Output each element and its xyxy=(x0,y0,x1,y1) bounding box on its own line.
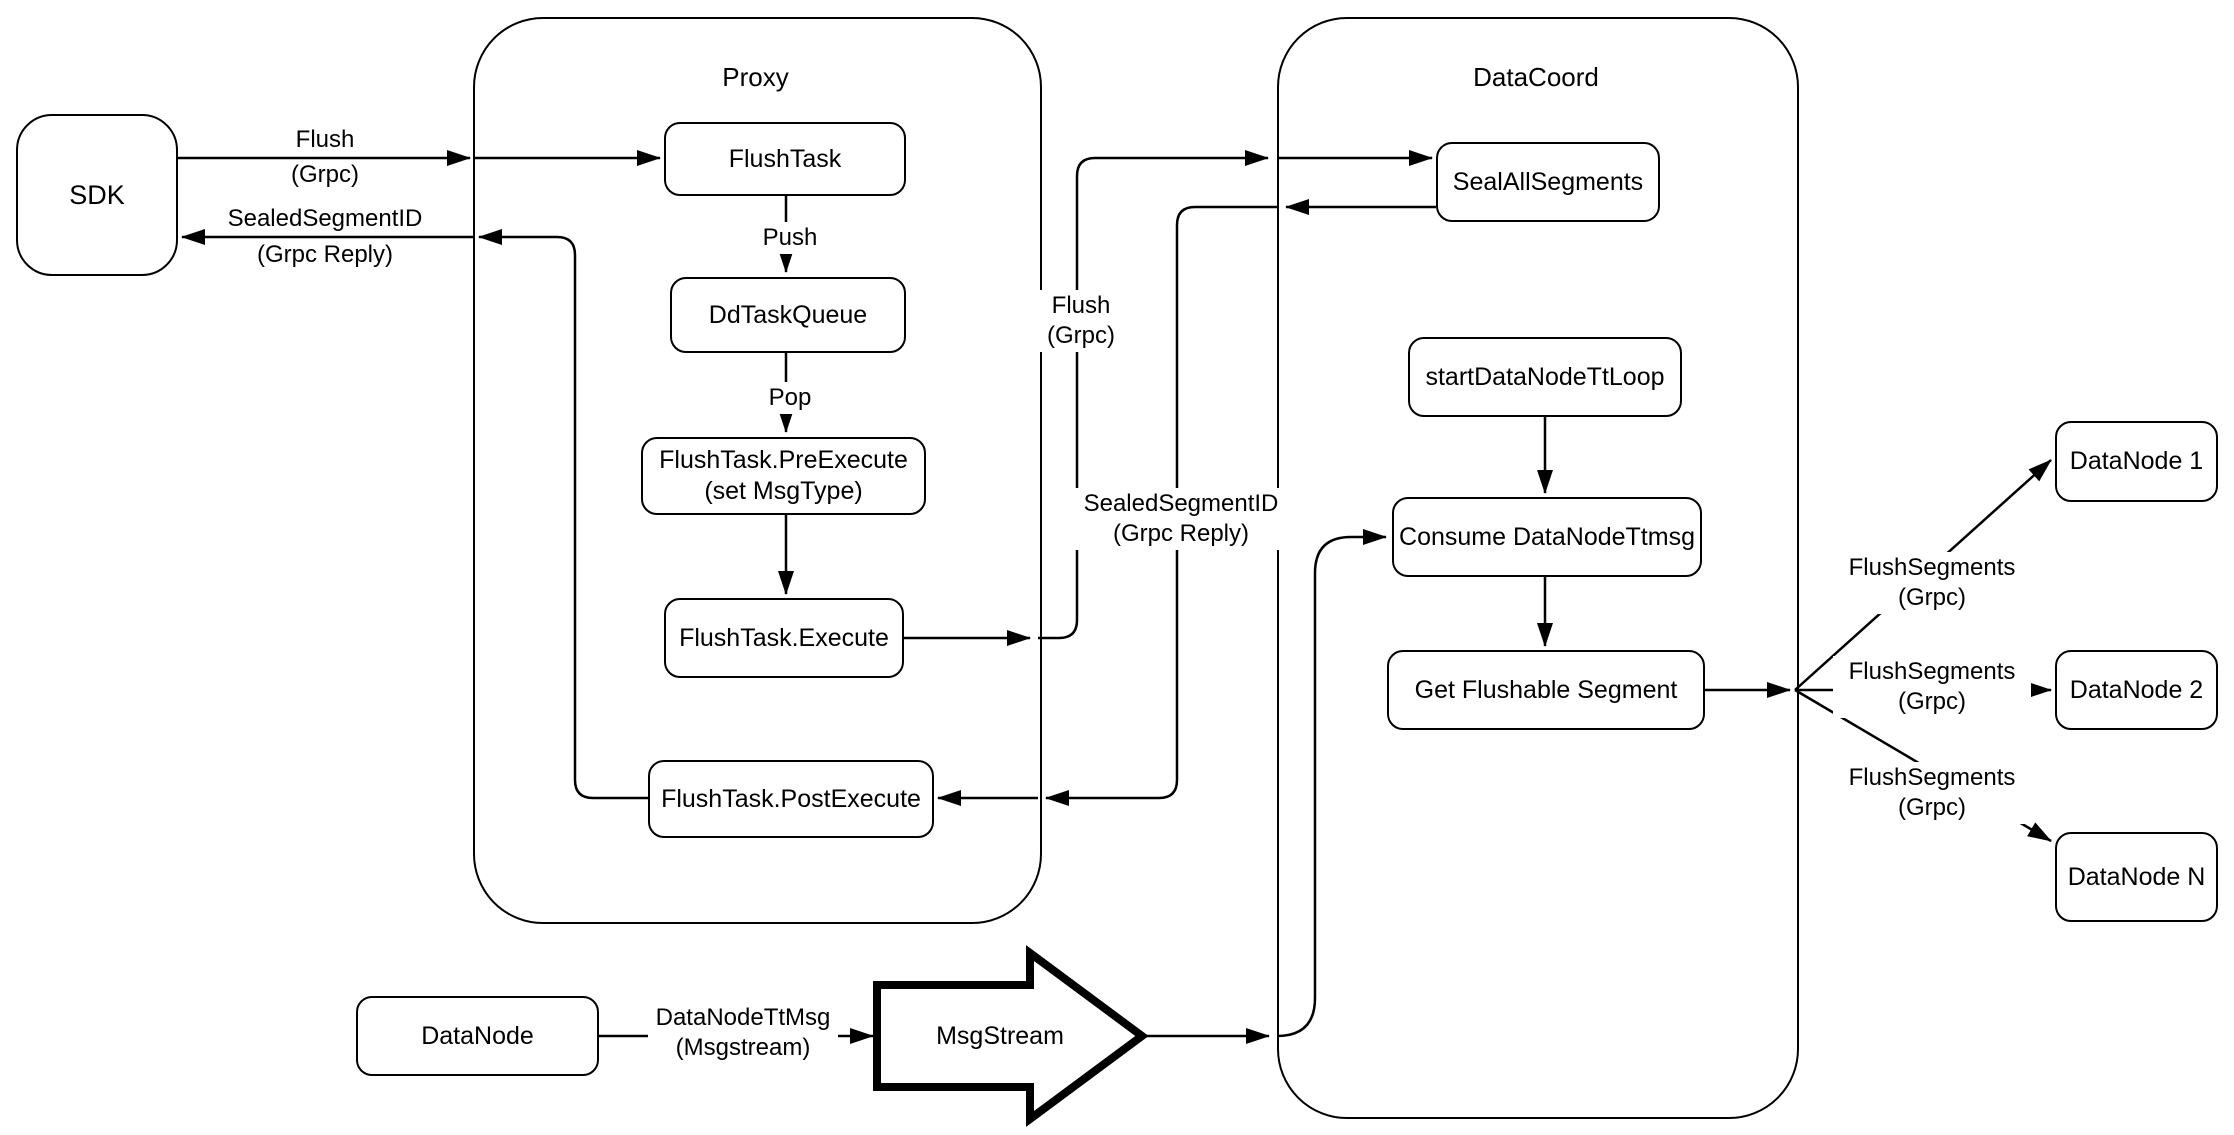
node-execute: FlushTask.Execute xyxy=(664,598,904,678)
edge-label-flushsegments-1: FlushSegments (Grpc) xyxy=(1833,552,2031,614)
node-preexecute-label: FlushTask.PreExecute (set MsgType) xyxy=(659,446,908,505)
edge-label-flush-datacoord: Flush (Grpc) xyxy=(1019,290,1143,352)
node-execute-label: FlushTask.Execute xyxy=(679,623,889,652)
node-sdk-label: SDK xyxy=(69,179,125,210)
edge-datacoord-edge-to-consume xyxy=(1276,529,1387,1038)
edge-label-sealedsegmentid-sdk-line2: (Grpc Reply) xyxy=(256,241,394,268)
node-flushtask: FlushTask xyxy=(664,122,906,196)
edge-label-datanodettmsg: DataNodeTtMsg (Msgstream) xyxy=(648,1002,838,1064)
container-proxy xyxy=(473,17,1042,924)
node-postexecute: FlushTask.PostExecute xyxy=(648,760,934,838)
node-startdatanodettloop: startDataNodeTtLoop xyxy=(1408,337,1682,417)
node-datanoden: DataNode N xyxy=(2055,832,2218,922)
node-startdatanodettloop-label: startDataNodeTtLoop xyxy=(1425,362,1665,391)
node-getflushablesegment-label: Get Flushable Segment xyxy=(1414,675,1678,704)
msgstream-label: MsgStream xyxy=(936,1022,1064,1050)
edge-label-flush-sdk-line2: (Grpc) xyxy=(291,161,359,188)
edge-label-sealedsegmentid-datacoord: SealedSegmentID (Grpc Reply) xyxy=(1073,488,1289,550)
node-consumedatanodettmsg-label: Consume DataNodeTtmsg xyxy=(1399,522,1695,551)
node-datanode-bottom-label: DataNode xyxy=(421,1021,534,1050)
node-postexecute-label: FlushTask.PostExecute xyxy=(661,784,921,813)
node-datanoden-label: DataNode N xyxy=(2067,862,2206,891)
node-datanode1-label: DataNode 1 xyxy=(2069,447,2204,475)
node-datanode2: DataNode 2 xyxy=(2055,650,2218,730)
node-ddtaskqueue-label: DdTaskQueue xyxy=(708,300,868,329)
container-datacoord xyxy=(1277,17,1799,1119)
edge-label-push: Push xyxy=(744,222,836,254)
edge-postexecute-to-proxy-edge xyxy=(478,229,648,800)
msgstream-block-arrow xyxy=(873,945,1149,1127)
edge-proxy-to-datacoord-flush xyxy=(1038,150,1269,640)
node-getflushablesegment: Get Flushable Segment xyxy=(1387,650,1705,730)
container-proxy-title: Proxy xyxy=(722,62,789,92)
node-datanode1: DataNode 1 xyxy=(2055,421,2218,502)
edge-label-flush-sdk-line1: Flush xyxy=(295,126,355,153)
edge-label-flushsegments-2: FlushSegments (Grpc) xyxy=(1833,656,2031,718)
node-sealallsegments: SealAllSegments xyxy=(1436,142,1660,222)
node-flushtask-label: FlushTask xyxy=(728,144,842,173)
node-ddtaskqueue: DdTaskQueue xyxy=(670,277,906,353)
node-sealallsegments-label: SealAllSegments xyxy=(1452,167,1644,196)
node-consumedatanodettmsg: Consume DataNodeTtmsg xyxy=(1392,497,1702,577)
edge-label-pop: Pop xyxy=(748,382,832,414)
node-sdk: SDK xyxy=(16,114,178,276)
node-preexecute: FlushTask.PreExecute (set MsgType) xyxy=(641,437,926,515)
node-datanode2-label: DataNode 2 xyxy=(2069,675,2204,704)
edge-label-flushsegments-3: FlushSegments (Grpc) xyxy=(1833,762,2031,824)
container-datacoord-title: DataCoord xyxy=(1473,62,1599,92)
edge-label-sealedsegmentid-sdk-line1: SealedSegmentID xyxy=(227,205,423,232)
node-datanode-bottom: DataNode xyxy=(356,996,599,1076)
